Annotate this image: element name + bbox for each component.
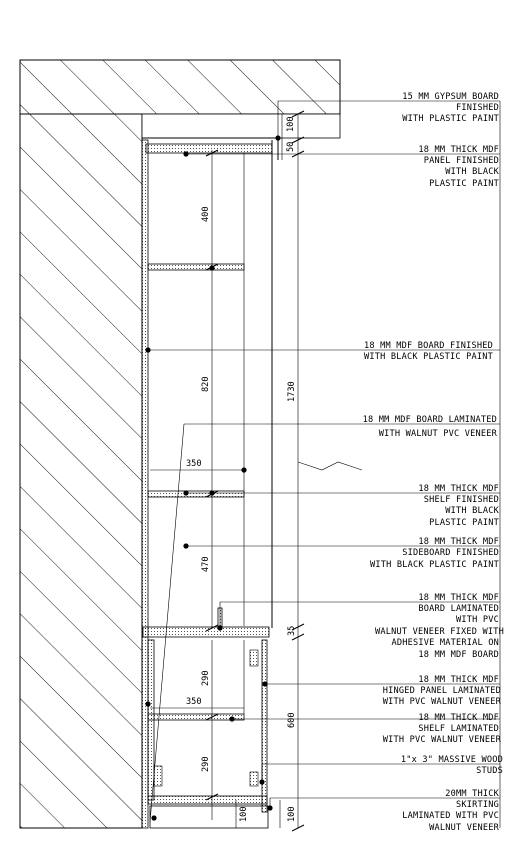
dim-350-lower: 350 [186,697,202,707]
shelf-upper [147,263,245,271]
leader-lines [145,100,501,828]
svg-text:18 MM THICK MDF: 18 MM THICK MDF [418,713,499,723]
gypsum-board [141,113,341,139]
svg-text:15 MM GYPSUM BOARD: 15 MM GYPSUM BOARD [402,92,499,102]
shelf-middle [147,490,245,498]
callout-mdf-board-black: 18 MM MDF BOARD FINISHED WITH BLACK PLAS… [364,341,493,362]
svg-text:HINGED PANEL LAMINATED: HINGED PANEL LAMINATED [383,686,501,696]
svg-text:20MM THICK: 20MM THICK [445,789,499,799]
dim-50-top: 50 [286,142,296,152]
callout-gypsum-board: 15 MM GYPSUM BOARD FINISHED WITH PLASTIC… [402,92,499,124]
dim-820: 820 [201,376,211,392]
callout-shelf-laminated: 18 MM THICK MDF SHELF LAMINATED WITH PVC… [383,713,502,745]
svg-text:18 MM MDF BOARD FINISHED: 18 MM MDF BOARD FINISHED [364,341,493,351]
svg-text:WITH WALNUT PVC VENEER: WITH WALNUT PVC VENEER [379,429,498,439]
svg-text:WITH PVC: WITH PVC [456,615,499,625]
svg-text:SHELF FINISHED: SHELF FINISHED [424,495,499,505]
svg-text:WITH PVC WALNUT VENEER: WITH PVC WALNUT VENEER [383,735,502,745]
dim-1730: 1730 [287,381,297,402]
svg-text:18 MM THICK MDF: 18 MM THICK MDF [418,593,499,603]
callout-mdf-board-laminated: 18 MM THICK MDF BOARD LAMINATED WITH PVC… [375,593,504,660]
dim-100-top: 100 [286,116,296,132]
svg-text:WALNUT VENEER: WALNUT VENEER [429,823,499,833]
svg-text:PLASTIC PAINT: PLASTIC PAINT [429,179,499,189]
callout-mdf-shelf-black: 18 MM THICK MDF SHELF FINISHED WITH BLAC… [418,484,499,528]
svg-text:18 MM THICK MDF: 18 MM THICK MDF [418,145,499,155]
svg-text:SIDEBOARD FINISHED: SIDEBOARD FINISHED [402,548,499,558]
svg-text:WITH BLACK: WITH BLACK [445,506,499,516]
callouts: 15 MM GYPSUM BOARD FINISHED WITH PLASTIC… [363,92,504,833]
svg-text:BOARD LAMINATED: BOARD LAMINATED [418,604,499,614]
top-panel [145,138,279,628]
svg-text:ADHESIVE MATERIAL ON: ADHESIVE MATERIAL ON [392,638,499,648]
svg-text:18 MM THICK MDF: 18 MM THICK MDF [418,484,499,494]
dim-470: 470 [201,556,211,572]
callout-mdf-panel: 18 MM THICK MDF PANEL FINISHED WITH BLAC… [418,145,499,189]
callout-mdf-sideboard: 18 MM THICK MDF SIDEBOARD FINISHED WITH … [370,537,499,570]
counter-board [142,607,270,638]
svg-text:FINISHED: FINISHED [456,103,499,113]
dimension-lines [150,110,363,832]
svg-text:18 MM THICK MDF: 18 MM THICK MDF [418,675,499,685]
callout-mdf-board-walnut: 18 MM MDF BOARD LAMINATED WITH WALNUT PV… [363,415,498,439]
dim-100-bottom-right: 100 [287,806,297,822]
svg-text:WALNUT VENEER FIXED WITH: WALNUT VENEER FIXED WITH [375,627,504,637]
svg-text:LAMINATED WITH PVC: LAMINATED WITH PVC [402,811,499,821]
svg-text:18 MM MDF BOARD LAMINATED: 18 MM MDF BOARD LAMINATED [363,415,497,425]
dim-290-lower: 290 [201,756,211,772]
wall-section [19,113,143,829]
dim-35: 35 [287,626,297,636]
svg-text:1"x 3" MASSIVE WOOD: 1"x 3" MASSIVE WOOD [401,755,503,765]
svg-text:PANEL FINISHED: PANEL FINISHED [424,156,499,166]
svg-text:WITH PLASTIC PAINT: WITH PLASTIC PAINT [402,114,499,124]
svg-text:WITH BLACK PLASTIC PAINT: WITH BLACK PLASTIC PAINT [370,560,499,570]
svg-text:SHELF LAMINATED: SHELF LAMINATED [418,724,499,734]
dim-350-upper: 350 [186,459,202,469]
callout-wood-studs: 1"x 3" MASSIVE WOOD STUDS [401,755,503,776]
svg-text:18 MM MDF BOARD: 18 MM MDF BOARD [418,650,499,660]
svg-text:WITH BLACK: WITH BLACK [445,167,499,177]
dim-600: 600 [287,712,297,728]
dim-290-upper: 290 [201,670,211,686]
svg-text:18 MM THICK MDF: 18 MM THICK MDF [418,537,499,547]
svg-text:WITH PVC WALNUT VENEER: WITH PVC WALNUT VENEER [383,697,502,707]
callout-skirting: 20MM THICK SKIRTING LAMINATED WITH PVC W… [402,789,499,833]
svg-text:WITH BLACK PLASTIC PAINT: WITH BLACK PLASTIC PAINT [364,352,493,362]
inner-edges [149,153,245,823]
dimension-texts: 100 50 400 820 1730 350 470 35 290 350 6… [186,116,297,822]
dim-400: 400 [201,206,211,222]
callout-hinged-panel: 18 MM THICK MDF HINGED PANEL LAMINATED W… [383,675,502,707]
dim-100-bottom-left: 100 [239,806,249,822]
svg-text:SKIRTING: SKIRTING [456,800,499,810]
lower-cabinet [147,639,269,829]
svg-text:PLASTIC PAINT: PLASTIC PAINT [429,518,499,528]
back-panel [141,139,149,829]
ceiling-slab [19,59,341,115]
svg-text:STUDS: STUDS [476,766,503,776]
